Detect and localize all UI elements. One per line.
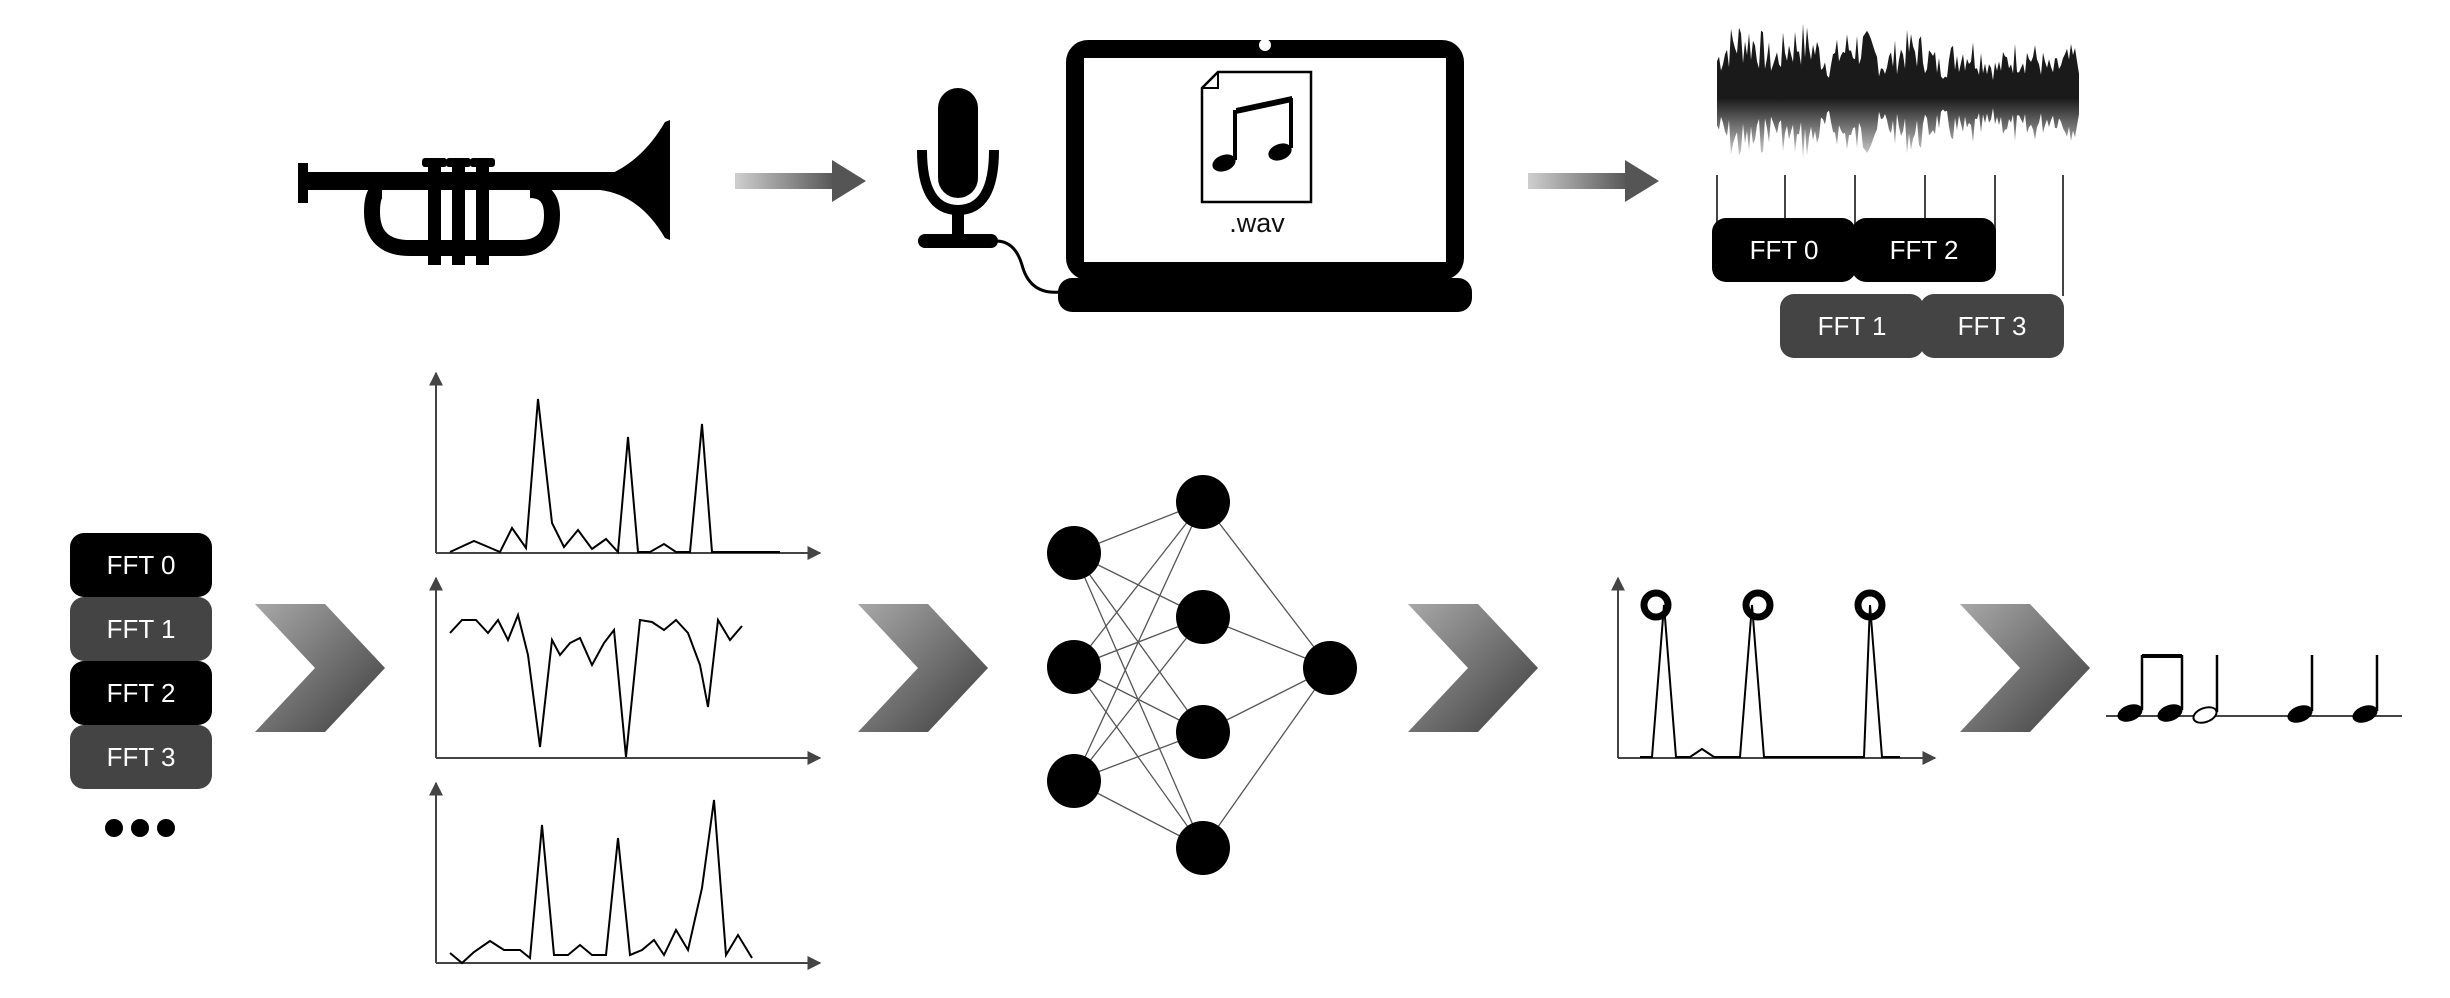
process-chevron (1960, 604, 2090, 732)
process-chevron (255, 604, 385, 732)
fft-stack-label: FFT 1 (107, 614, 176, 644)
nn-node (1303, 641, 1357, 695)
music-file-icon: .wav (1200, 70, 1313, 238)
nn-edge (1202, 501, 1331, 669)
peak-plot (1611, 576, 1937, 765)
fft-stack-label: FFT 2 (107, 678, 176, 708)
fft-stack-label: FFT 0 (107, 550, 176, 580)
nn-node (1047, 640, 1101, 694)
flow-arrow (1528, 160, 1659, 202)
nn-edge (1073, 552, 1204, 849)
fft-segment: FFT 0 (1712, 218, 1856, 282)
nn-node (1047, 526, 1101, 580)
peak-line (1640, 604, 1900, 758)
trumpet-icon (298, 120, 670, 265)
phase-plot (429, 576, 822, 765)
nn-edge (1073, 501, 1204, 668)
nn-edge (1202, 667, 1331, 849)
nn-edge (1073, 616, 1204, 782)
fft-stack-item: FFT 2 (70, 661, 212, 725)
fft-stack: FFT 0 FFT 1 FFT 2 FFT 3 (70, 533, 212, 789)
fft-stack-item: FFT 0 (70, 533, 212, 597)
fft-segment: FFT 1 (1780, 294, 1924, 358)
neural-network-icon (1047, 475, 1357, 875)
fft-segment-label: FFT 2 (1890, 235, 1959, 265)
fft-stack-item: FFT 1 (70, 597, 212, 661)
nn-node (1176, 705, 1230, 759)
spectrum-plot (429, 781, 822, 970)
fft-stack-item: FFT 3 (70, 725, 212, 789)
microphone-icon (917, 88, 1061, 294)
fft-segment: FFT 3 (1920, 294, 2064, 358)
phase-line (449, 611, 743, 758)
fft-stack-label: FFT 3 (107, 742, 176, 772)
music-notes-icon (2106, 654, 2402, 724)
spectrum-line (449, 799, 753, 965)
nn-node (1176, 821, 1230, 875)
process-chevron (858, 604, 988, 732)
process-chevron (1408, 604, 1538, 732)
waveform-icon (1717, 23, 2079, 160)
fft-segment-label: FFT 0 (1750, 235, 1819, 265)
fft-segment-label: FFT 1 (1818, 311, 1887, 341)
nn-node (1176, 475, 1230, 529)
spectrum-line (449, 398, 780, 555)
nn-node (1047, 754, 1101, 808)
ellipsis-icon (105, 819, 175, 837)
spectrum-plot (429, 371, 822, 560)
nn-edge (1073, 666, 1204, 849)
flow-arrow (735, 160, 866, 202)
file-extension-label: .wav (1229, 208, 1285, 238)
nn-edge (1073, 501, 1204, 782)
fft-segment: FFT 2 (1852, 218, 1996, 282)
fft-segment-label: FFT 3 (1958, 311, 2027, 341)
nn-node (1176, 590, 1230, 644)
